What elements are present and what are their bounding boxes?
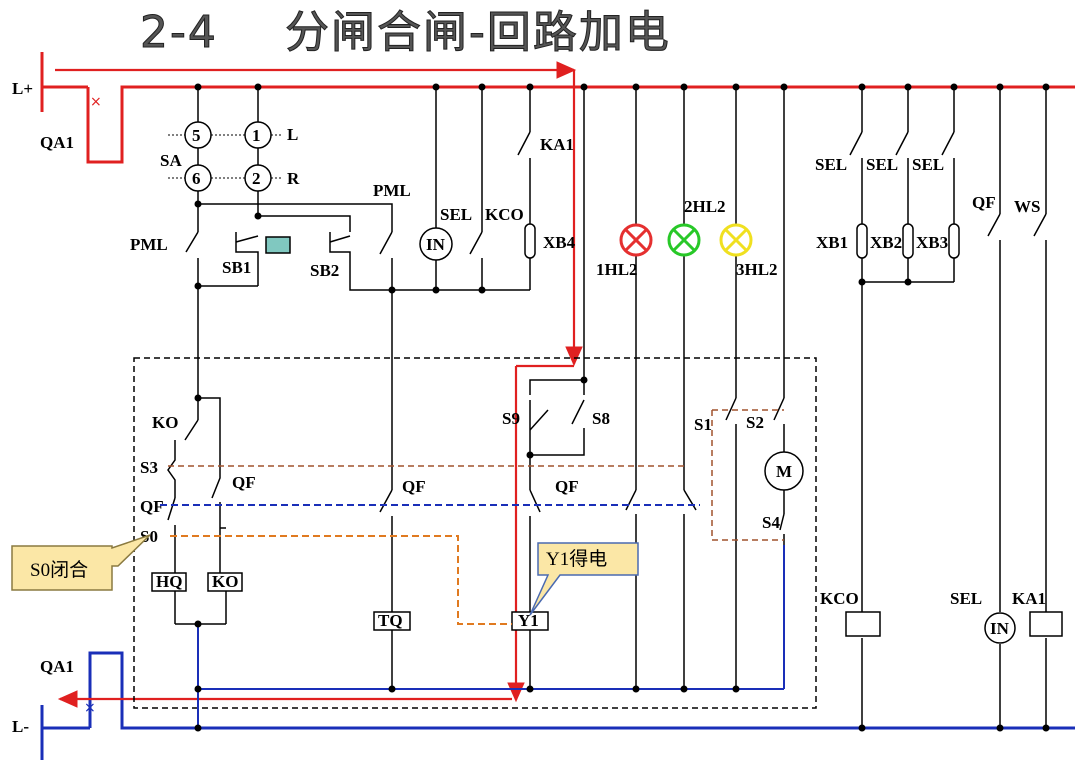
- kco-coil-label: KCO: [820, 589, 859, 608]
- title-text: 分闸合闸-回路加电: [285, 7, 671, 58]
- motor: [764, 451, 804, 491]
- ka1-coil: [1029, 611, 1063, 637]
- s2-label: S2: [746, 413, 764, 432]
- junction-dots: [194, 83, 1050, 732]
- selector-switch: [168, 87, 282, 192]
- s9-label: S9: [502, 409, 520, 428]
- callout-y1: Y1得电: [529, 542, 639, 616]
- lamp-1hl2-label: 1HL2: [596, 260, 638, 279]
- current-flow-arrows: [55, 61, 583, 708]
- sel-right-label-1: SEL: [815, 155, 847, 174]
- s1-s4-coupling: [711, 410, 784, 541]
- y1-branch: [529, 379, 585, 689]
- sb1-label: SB1: [222, 258, 251, 277]
- lamp-1hl2: [619, 223, 653, 257]
- kco-coil: [845, 611, 881, 637]
- sa-contact-5: 5: [192, 126, 201, 145]
- hq-coil: [151, 572, 187, 592]
- sa-position-l: L: [287, 125, 298, 144]
- qf-left-label: QF: [140, 497, 164, 516]
- breaker-bottom-label: QA1: [40, 657, 74, 676]
- sel-right-label-2: SEL: [866, 155, 898, 174]
- sb2-label: SB2: [310, 261, 339, 280]
- lamp-3hl2-label: 3HL2: [736, 260, 778, 279]
- lamp-3hl2: [719, 223, 753, 257]
- y1-label: Y1: [518, 611, 539, 630]
- s3-label: S3: [140, 458, 158, 477]
- xb4-link: [524, 223, 536, 259]
- pml-label-1: PML: [130, 235, 168, 254]
- lamp-wiring: [583, 87, 785, 490]
- ka1-top-label: KA1: [540, 135, 574, 154]
- s1-label: S1: [694, 415, 712, 434]
- sa-contact-1: 1: [252, 126, 261, 145]
- sa-position-r: R: [287, 169, 300, 188]
- qf-right-label: QF: [972, 193, 996, 212]
- upper-control-wiring: [185, 87, 531, 490]
- kco-top-label: KCO: [485, 205, 524, 224]
- sel-coil-label: SEL: [950, 589, 982, 608]
- lamp-2hl2-label: 2HL2: [684, 197, 726, 216]
- tq-label: TQ: [378, 611, 403, 630]
- tq-branch: [379, 489, 393, 689]
- callout-s0: S0闭合: [11, 534, 151, 591]
- callout-y1-text: Y1得电: [546, 548, 607, 570]
- rail-positive-label: L+: [12, 79, 33, 98]
- xb2-link: [902, 223, 914, 259]
- s0-y1-coupling: [170, 535, 512, 625]
- sel-right-label-3: SEL: [912, 155, 944, 174]
- positive-bus: [40, 52, 1075, 164]
- in-meter-label: IN: [426, 235, 446, 254]
- sa-contact-2: 2: [252, 169, 261, 188]
- sel-top-label: SEL: [440, 205, 472, 224]
- mechanism-enclosure: [133, 357, 817, 709]
- right-control-wiring: [849, 87, 1047, 728]
- ko-label: KO: [152, 413, 178, 432]
- tq-coil: [373, 611, 411, 631]
- mechanism-left-branch: [167, 397, 227, 625]
- xb1-link: [856, 223, 868, 259]
- xb1-label: XB1: [816, 233, 848, 252]
- title-number: 2-4: [140, 7, 218, 58]
- ko-coil: [207, 572, 243, 592]
- rail-negative-label: L-: [12, 717, 29, 736]
- xb4-label: XB4: [543, 233, 576, 252]
- motor-label: M: [776, 462, 792, 481]
- interlock-coil: [265, 236, 291, 254]
- lamp-2hl2: [667, 223, 701, 257]
- sa-contact-6: 6: [192, 169, 201, 188]
- s4-label: S4: [762, 513, 780, 532]
- ws-label: WS: [1014, 197, 1040, 216]
- xb3-link: [948, 223, 960, 259]
- in-coil-label: IN: [990, 619, 1010, 638]
- hq-label: HQ: [156, 572, 182, 591]
- sa-label: SA: [160, 151, 182, 170]
- lamp-lower-contacts: [625, 489, 697, 689]
- in-meter: [419, 227, 453, 261]
- in-coil: [984, 612, 1016, 644]
- ka1-coil-label: KA1: [1012, 589, 1046, 608]
- qf-a-label: QF: [232, 473, 256, 492]
- qf-b-label: QF: [402, 477, 426, 496]
- motor-branch: [725, 397, 785, 689]
- callout-s0-text: S0闭合: [30, 559, 88, 581]
- ko-box-label: KO: [212, 572, 238, 591]
- breaker-x-bottom: ×: [84, 700, 96, 716]
- breaker-x-top: ×: [90, 94, 102, 110]
- xb3-label: XB3: [916, 233, 948, 252]
- xb2-label: XB2: [870, 233, 902, 252]
- s8-label: S8: [592, 409, 610, 428]
- breaker-top-label: QA1: [40, 133, 74, 152]
- negative-bus: [40, 651, 1075, 760]
- pml-label-2: PML: [373, 181, 411, 200]
- qf-c-label: QF: [555, 477, 579, 496]
- y1-coil: [511, 611, 549, 631]
